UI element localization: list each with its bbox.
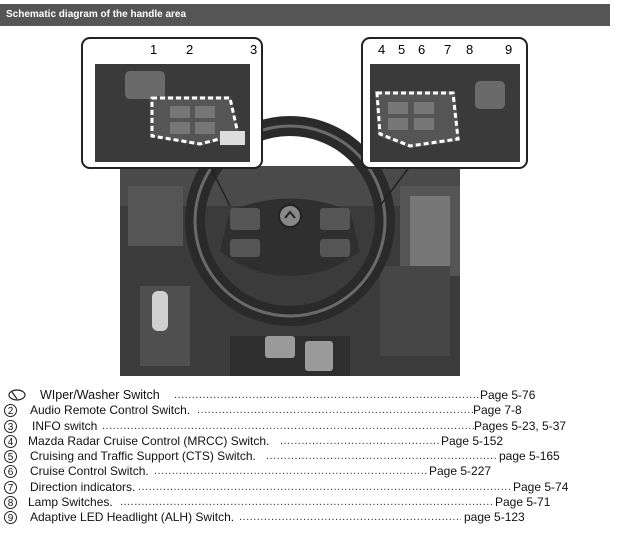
item-number: 5: [4, 450, 17, 464]
item-label: Lamp Switches.: [28, 495, 113, 510]
callout-5: 5: [398, 42, 405, 57]
item-page: Page 5-76: [480, 388, 536, 402]
item-page: page 5-165: [499, 449, 560, 464]
item-page: Pages 5-23, 5-37: [474, 418, 567, 433]
callout-4: 4: [378, 42, 385, 57]
leader-dots: ........................................…: [154, 465, 428, 478]
item-page: Page 5-71: [495, 495, 551, 510]
item-page: Page 5-227: [429, 464, 492, 479]
list-item: 9 Adaptive LED Headlight (ALH) Switch. .…: [4, 510, 604, 525]
item-label: Audio Remote Control Switch.: [30, 403, 191, 418]
item-page: page 5-123: [464, 510, 525, 525]
item-label: Cruising and Traffic Support (CTS) Switc…: [30, 449, 256, 464]
list-item: 2 Audio Remote Control Switch. .........…: [4, 403, 604, 418]
item-number: 9: [4, 511, 17, 525]
item-number: 4: [4, 434, 17, 448]
item-number: 8: [4, 496, 17, 510]
steering-wheel-illustration: 1 2 3 4 5 6 7 8 9: [81, 37, 528, 376]
mazda-logo: [278, 204, 302, 228]
item-label: Cruise Control Switch.: [30, 464, 149, 479]
callout-3: 3: [250, 42, 257, 57]
left-switch-inset: [81, 37, 263, 169]
item-label: Mazda Radar Cruise Control (MRCC) Switch…: [28, 433, 270, 448]
item-page: Page 7-8: [473, 403, 522, 418]
list-item: 4 Mazda Radar Cruise Control (MRCC) Swit…: [4, 434, 604, 449]
item-number: 3: [4, 419, 17, 433]
leader-dots: ........................................…: [280, 434, 440, 447]
section-header: Schematic diagram of the handle area: [0, 4, 610, 26]
list-item: 6 Cruise Control Switch. ...............…: [4, 464, 604, 479]
item-label: Direction indicators.: [30, 479, 136, 494]
list-item: 5 Cruising and Traffic Support (CTS) Swi…: [4, 449, 604, 464]
callout-8: 8: [466, 42, 473, 57]
item-label: Adaptive LED Headlight (ALH) Switch.: [30, 510, 235, 525]
item-number: 6: [4, 465, 17, 479]
callout-2: 2: [186, 42, 193, 57]
list-item: 3 INFO switch ..........................…: [4, 419, 604, 434]
wiper-icon: [8, 389, 26, 401]
leader-dots: ........................................…: [174, 389, 480, 401]
list-item: 8 Lamp Switches. .......................…: [4, 495, 604, 510]
callout-6: 6: [418, 42, 425, 57]
leader-dots: ........................................…: [266, 450, 498, 463]
item-label: INFO switch: [32, 418, 98, 433]
list-item: 7 Direction indicators. ................…: [4, 480, 604, 495]
leader-dots: ........................................…: [120, 496, 494, 509]
switch-reference-list: WIper/Washer Switch ....................…: [4, 388, 604, 526]
item-page: Page 5-74: [513, 479, 569, 494]
callout-7: 7: [444, 42, 451, 57]
section-title: Schematic diagram of the handle area: [6, 9, 187, 20]
item-number: 7: [4, 480, 17, 494]
leader-dots: ........................................…: [138, 480, 512, 493]
list-item: WIper/Washer Switch ....................…: [4, 388, 604, 403]
callout-9: 9: [505, 42, 512, 57]
item-number: 2: [4, 404, 17, 418]
leader-dots: ........................................…: [102, 419, 474, 432]
callout-1: 1: [150, 42, 157, 57]
leader-dots: ........................................…: [239, 511, 461, 524]
item-page: Page 5-152: [441, 433, 504, 448]
right-switch-inset: [361, 37, 528, 169]
item-label: WIper/Washer Switch: [40, 388, 160, 402]
leader-dots: ........................................…: [197, 404, 473, 417]
